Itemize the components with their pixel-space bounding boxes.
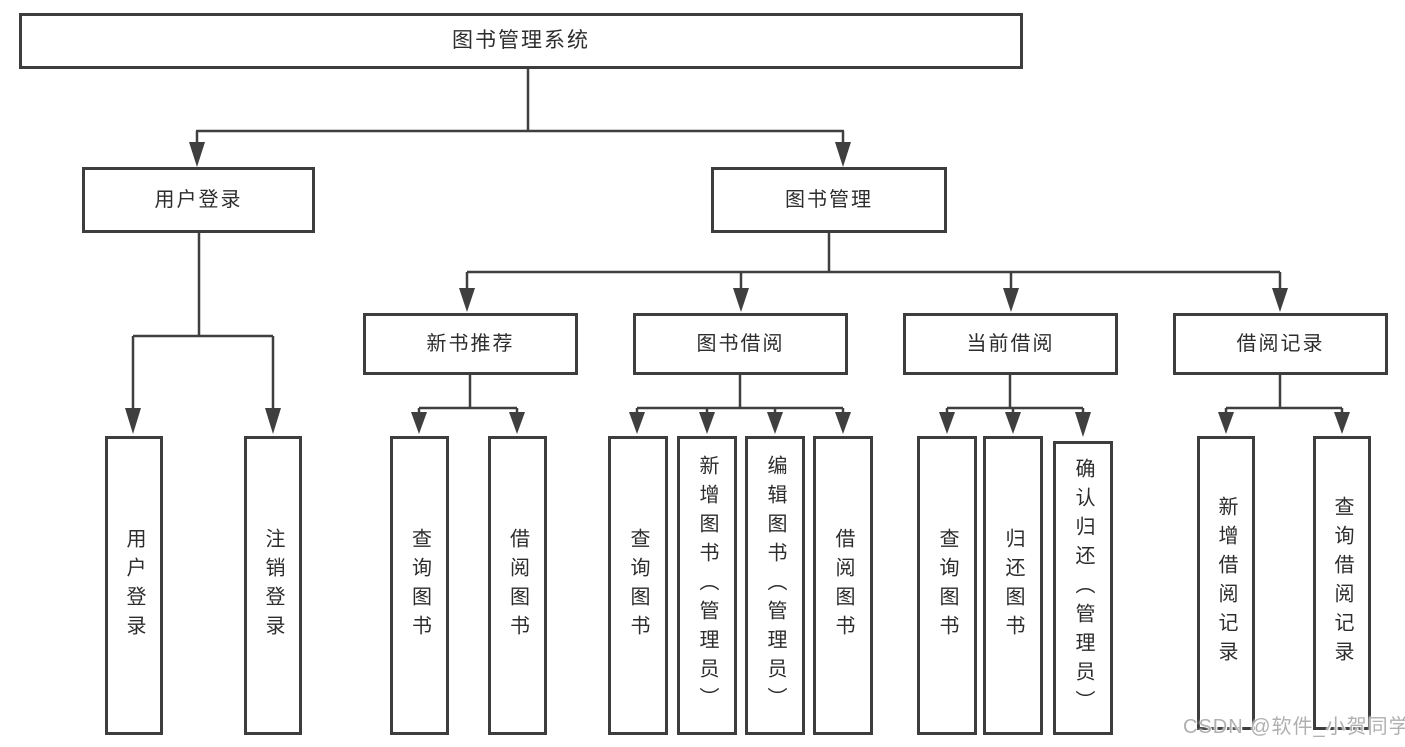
leaf-query-books-recommend: 查询图书 xyxy=(390,436,449,735)
node-user-login-branch: 用户登录 xyxy=(82,167,315,233)
leaf-query-books-current: 查询图书 xyxy=(917,436,977,735)
leaf-query-borrow-record: 查询借阅记录 xyxy=(1313,436,1371,730)
leaf-add-books-admin: 新增图书（管理员） xyxy=(677,436,737,735)
leaf-user-login: 用户登录 xyxy=(105,436,163,735)
node-book-borrowing: 图书借阅 xyxy=(633,313,848,375)
leaf-confirm-return-admin: 确认归还（管理员） xyxy=(1053,441,1113,735)
leaf-return-books: 归还图书 xyxy=(983,436,1043,735)
leaf-query-books-borrow: 查询图书 xyxy=(608,436,668,735)
watermark-text: CSDN @软件_小贺同学 xyxy=(1183,716,1405,738)
node-borrowing-records: 借阅记录 xyxy=(1173,313,1388,375)
leaf-add-borrow-record: 新增借阅记录 xyxy=(1197,436,1255,730)
leaf-borrow-books-recommend: 借阅图书 xyxy=(488,436,547,735)
node-book-management-system: 图书管理系统 xyxy=(19,13,1023,69)
leaf-edit-books-admin: 编辑图书（管理员） xyxy=(745,436,805,735)
node-book-management-branch: 图书管理 xyxy=(711,167,947,233)
node-new-book-recommendation: 新书推荐 xyxy=(363,313,578,375)
leaf-logout: 注销登录 xyxy=(244,436,302,735)
leaf-borrow-books: 借阅图书 xyxy=(813,436,873,735)
node-current-borrowing: 当前借阅 xyxy=(903,313,1118,375)
